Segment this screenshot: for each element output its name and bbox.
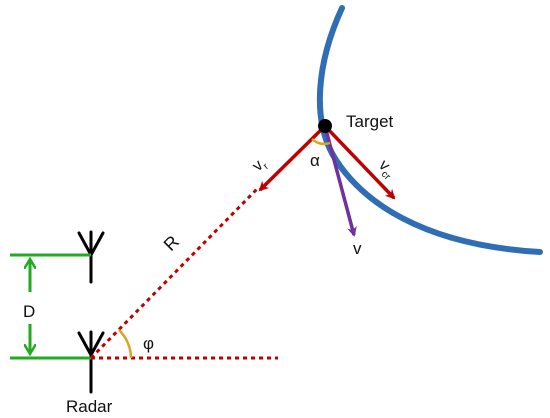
range-label: R [160, 231, 183, 254]
radial-velocity-label: vr [249, 154, 271, 177]
angle-phi-label: φ [143, 334, 154, 353]
radar-label: Radar [66, 397, 113, 416]
distance-label: D [23, 302, 35, 321]
velocity-label: v [353, 239, 362, 258]
angle-alpha-label: α [310, 151, 320, 170]
angle-phi-arc [118, 329, 133, 359]
angle-alpha-arc [311, 138, 331, 146]
cross-velocity-arrow [323, 124, 396, 200]
radial-velocity-arrow [258, 124, 327, 192]
svg-text:vr: vr [249, 154, 271, 177]
target-point [318, 119, 332, 133]
target-label: Target [346, 112, 394, 131]
antenna-radar-icon [77, 330, 105, 394]
antenna-upper-icon [77, 230, 105, 284]
range-line [89, 186, 260, 360]
target-trajectory [316, 5, 543, 255]
